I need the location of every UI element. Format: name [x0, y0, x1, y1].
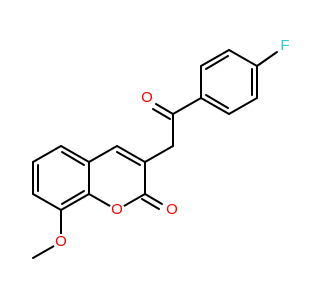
- ketone-oxygen-atom: O: [139, 89, 155, 106]
- methoxy-oxygen-label: O: [55, 233, 67, 250]
- fluorine-atom: F: [277, 37, 293, 54]
- bond: [205, 94, 229, 109]
- bond: [200, 97, 230, 115]
- bond: [228, 97, 258, 115]
- fluorine-label: F: [280, 37, 289, 54]
- bond: [205, 55, 229, 70]
- bond: [144, 145, 174, 163]
- bond: [32, 145, 62, 163]
- bond: [200, 49, 230, 67]
- fluorophenyl-ring: [200, 49, 278, 115]
- bond: [144, 193, 163, 205]
- carbonyl-oxygen-label: O: [166, 201, 178, 218]
- bond: [61, 190, 85, 205]
- bond: [61, 151, 85, 166]
- bond: [32, 193, 62, 211]
- bond: [256, 51, 278, 67]
- ring-oxygen-label: O: [111, 201, 123, 218]
- molecule-canvas: F O O O O: [32, 36, 293, 259]
- structure-diagram: F O O O O: [32, 36, 293, 259]
- bond: [116, 151, 141, 166]
- bond: [88, 145, 118, 163]
- benzo-ring: [32, 145, 118, 211]
- atom-labels: F O O O O: [53, 37, 293, 250]
- bond: [116, 145, 146, 163]
- bond: [155, 103, 174, 115]
- ring-oxygen-atom: O: [109, 201, 125, 218]
- methoxy-oxygen-atom: O: [53, 233, 69, 250]
- bond: [152, 108, 171, 120]
- bond: [60, 145, 90, 163]
- carbonyl-oxygen-atom: O: [164, 201, 180, 218]
- bond: [172, 97, 202, 115]
- bond: [228, 49, 258, 67]
- bond: [60, 193, 90, 211]
- bond: [141, 198, 160, 210]
- ketone-oxygen-label: O: [141, 89, 153, 106]
- linker: [144, 97, 202, 163]
